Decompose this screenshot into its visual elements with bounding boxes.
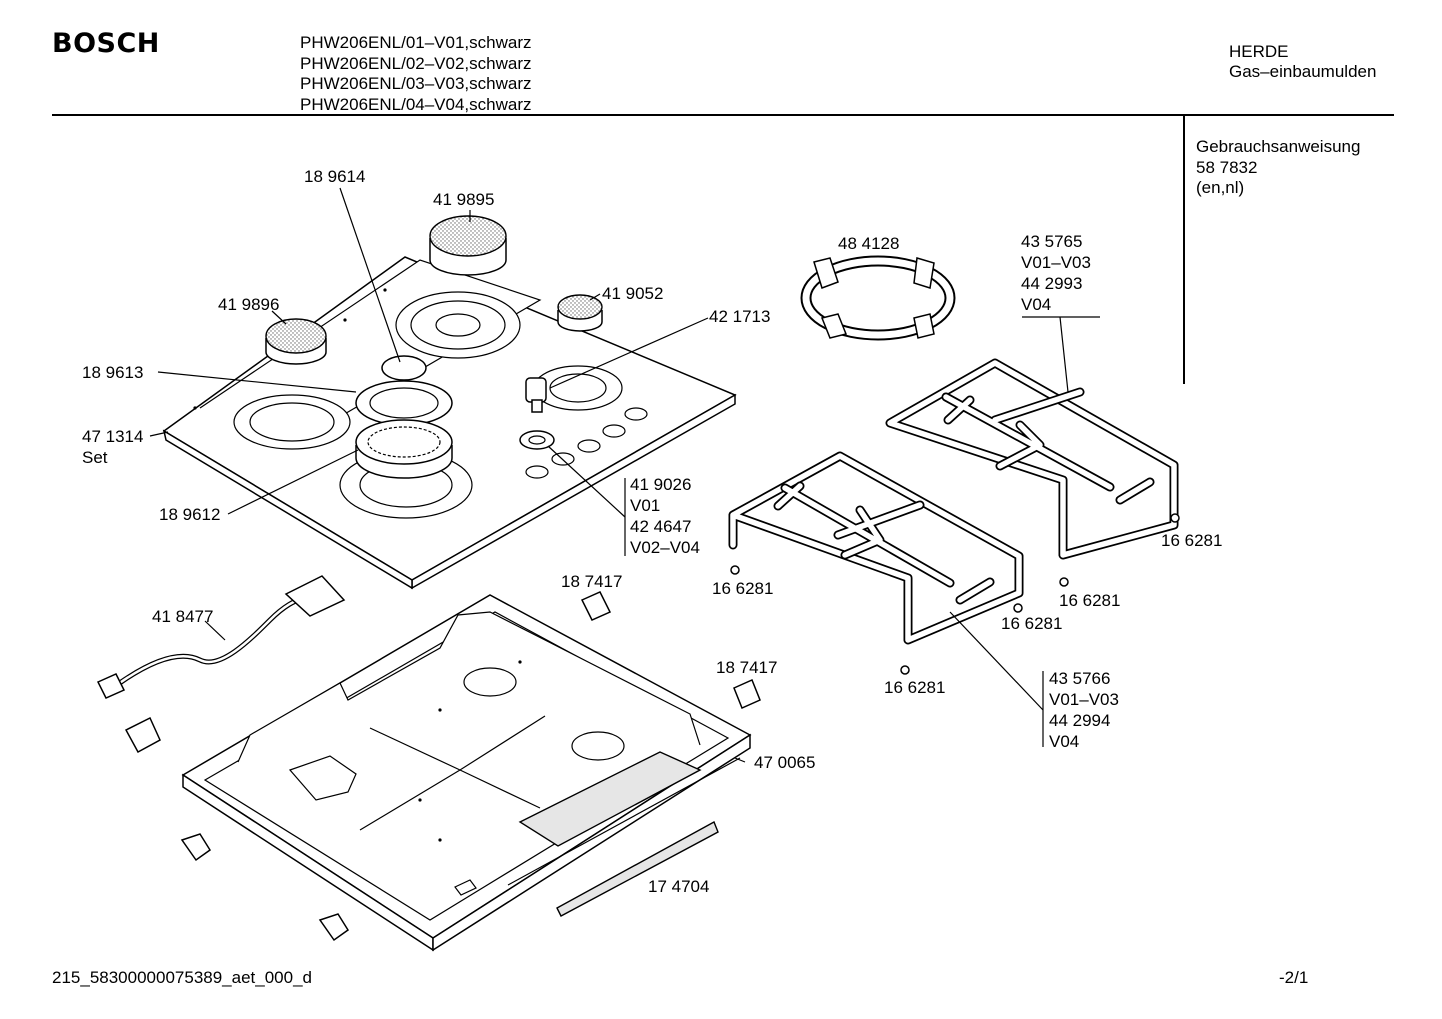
side-rule — [1183, 116, 1185, 384]
label-47-1314: 47 1314 — [82, 427, 143, 446]
burner-cap-large — [429, 215, 507, 276]
burner-cap-small — [557, 294, 603, 332]
retaining-clip — [733, 678, 761, 710]
leader-lines — [149, 187, 1100, 763]
label-44-2993: 44 2993 — [1021, 274, 1082, 293]
document-id: 215_58300000075389_aet_000_d — [52, 968, 312, 987]
manual-info: Gebrauchsanweisung 58 7832 (en,nl) — [1196, 137, 1360, 199]
mounting-bracket — [124, 716, 161, 754]
category-subtitle: Gas–einbaumulden — [1229, 62, 1377, 81]
label-17-4704: 17 4704 — [648, 877, 709, 896]
manual-title: Gebrauchsanweisung — [1196, 137, 1361, 156]
model-line: PHW206ENL/04–V04,schwarz — [300, 94, 532, 114]
label-v04: V04 — [1049, 732, 1079, 751]
burner-cap-left — [265, 318, 327, 365]
label-v01-v03: V01–V03 — [1021, 253, 1091, 272]
fixing-bracket — [318, 913, 350, 942]
rubber-foot — [900, 665, 910, 675]
header-rule — [52, 114, 1394, 116]
label-16-6281: 16 6281 — [884, 678, 945, 697]
label-43-5765: 43 5765 — [1021, 232, 1082, 251]
hob-top-plate — [162, 256, 737, 590]
manual-languages: (en,nl) — [1196, 178, 1245, 197]
label-43-5766: 43 5766 — [1049, 669, 1110, 688]
manual-number: 58 7832 — [1196, 157, 1258, 177]
label-18-7417: 18 7417 — [716, 658, 777, 677]
model-line: PHW206ENL/03–V03,schwarz — [300, 74, 532, 93]
label-41-8477: 41 8477 — [152, 607, 213, 626]
label-v02-v04: V02–V04 — [630, 538, 700, 557]
knob-ring — [519, 430, 555, 450]
rubber-foot — [730, 565, 740, 575]
rubber-foot — [1059, 577, 1069, 587]
rubber-foot — [1170, 513, 1180, 523]
bottom-tray — [181, 594, 752, 952]
label-42-1713: 42 1713 — [709, 307, 770, 326]
label-41-9026: 41 9026 — [630, 475, 691, 494]
label-16-6281: 16 6281 — [1161, 531, 1222, 550]
fixing-bracket — [180, 833, 212, 862]
wok-burner-stack — [355, 355, 453, 479]
model-line: PHW206ENL/02–V02,schwarz — [300, 53, 532, 73]
model-list: PHW206ENL/01–V01,schwarz PHW206ENL/02–V0… — [300, 33, 532, 115]
label-v01-v03: V01–V03 — [1049, 690, 1119, 709]
label-v04: V04 — [1021, 295, 1051, 314]
page-number: -2/1 — [1279, 968, 1309, 987]
pan-support-rear — [885, 358, 1179, 560]
label-44-2994: 44 2994 — [1049, 711, 1110, 730]
gas-valve-part — [525, 377, 547, 413]
label-18-9612: 18 9612 — [159, 505, 220, 524]
power-cable — [96, 575, 346, 699]
label-42-4647: 42 4647 — [630, 517, 691, 536]
label-18-9614: 18 9614 — [304, 167, 365, 186]
label-41-9896: 41 9896 — [218, 295, 279, 314]
label-41-9052: 41 9052 — [602, 284, 663, 303]
trim-strip — [556, 821, 719, 917]
brand-logo: BOSCH — [52, 28, 160, 59]
retaining-clip — [580, 591, 612, 621]
rubber-foot — [1013, 603, 1023, 613]
model-line: PHW206ENL/01–V01,schwarz — [300, 33, 532, 52]
label-18-9613: 18 9613 — [82, 363, 143, 382]
label-47-1314-set: Set — [82, 448, 108, 467]
label-18-7417: 18 7417 — [561, 572, 622, 591]
pan-support-front — [728, 451, 1024, 645]
label-16-6281: 16 6281 — [712, 579, 773, 598]
wok-ring — [800, 255, 956, 341]
label-41-9895: 41 9895 — [433, 190, 494, 209]
label-v01: V01 — [630, 496, 660, 515]
label-16-6281: 16 6281 — [1059, 591, 1120, 610]
category-block: HERDE Gas–einbaumulden — [1229, 42, 1376, 82]
label-48-4128: 48 4128 — [838, 234, 899, 253]
label-47-0065: 47 0065 — [754, 753, 815, 772]
label-16-6281: 16 6281 — [1001, 614, 1062, 633]
category-title: HERDE — [1229, 42, 1289, 61]
